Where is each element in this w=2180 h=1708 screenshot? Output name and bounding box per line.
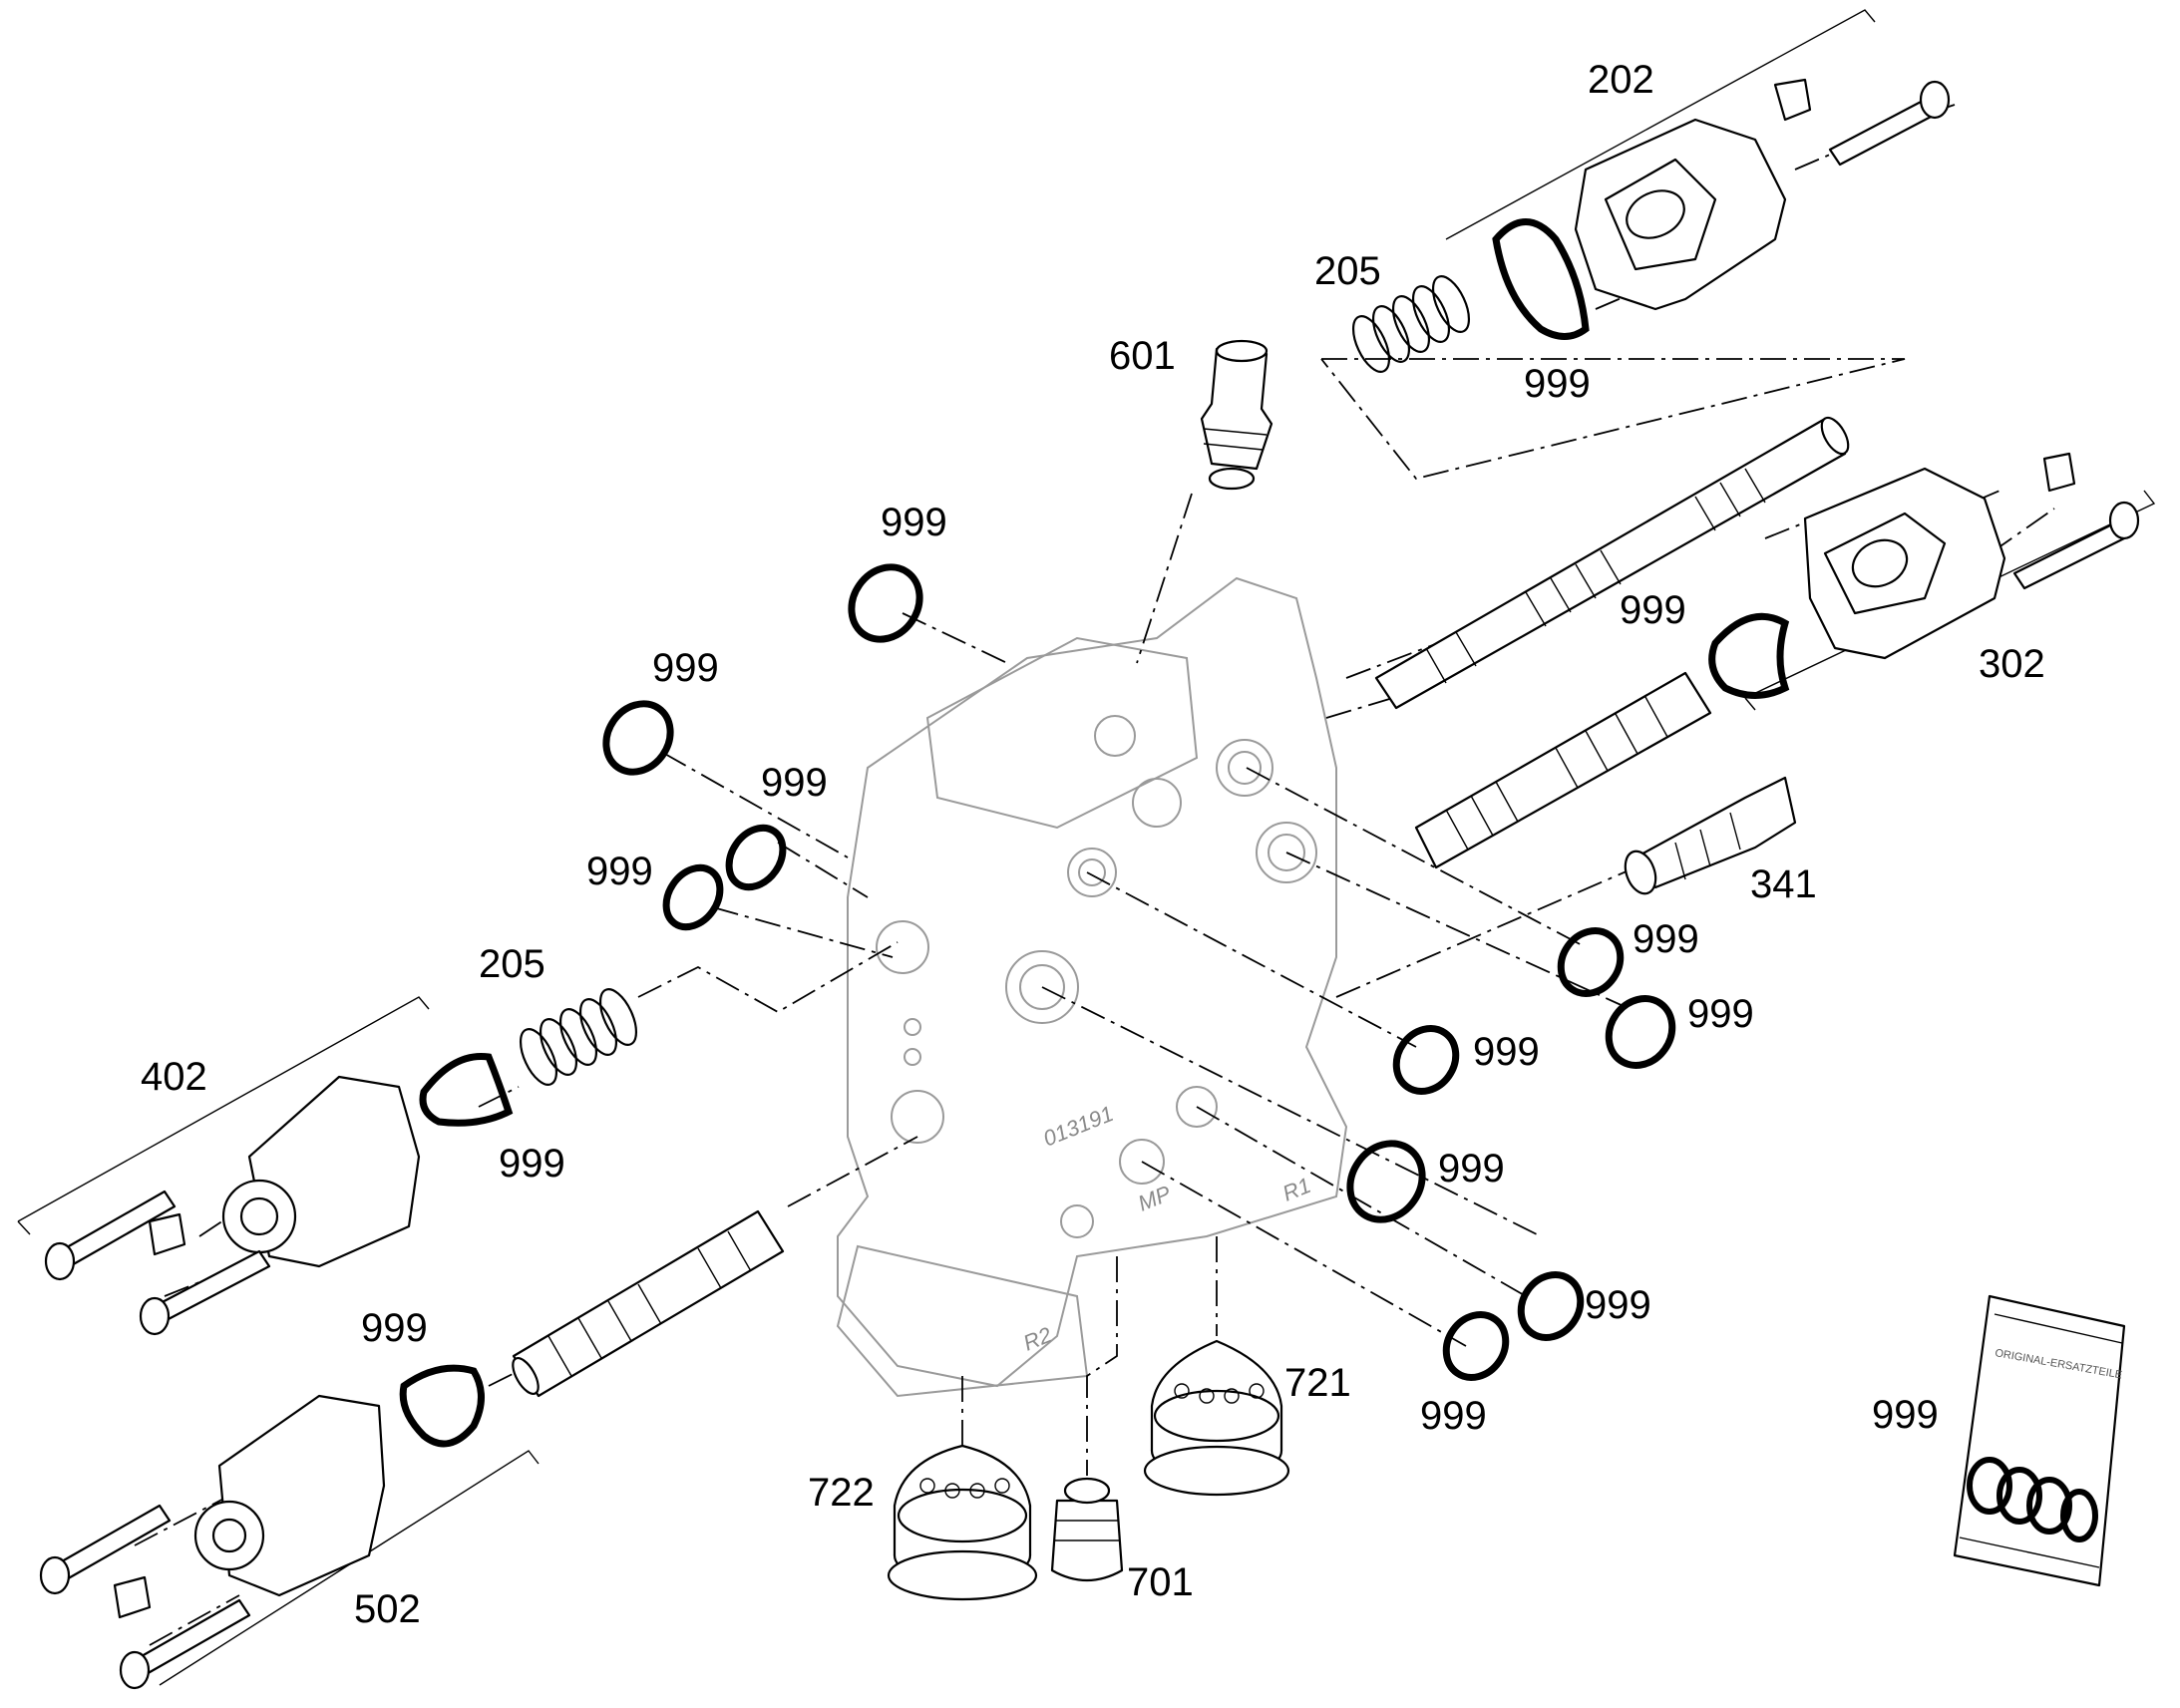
casting-mp: MP	[1135, 1181, 1175, 1216]
label-999-h: 999	[1687, 992, 1754, 1036]
label-999-f: 999	[1620, 588, 1686, 632]
seal-kit-bag: ORIGINAL-ERSATZTEILE	[1953, 1294, 2126, 1587]
label-999-j: 999	[1438, 1147, 1505, 1191]
gasket-202	[1492, 218, 1590, 340]
bracket-402	[17, 996, 430, 1235]
housing-402	[44, 1075, 421, 1336]
label-999-b: 999	[881, 501, 947, 544]
label-999-a: 999	[1524, 362, 1591, 406]
label-999-m: 999	[361, 1306, 428, 1350]
label-999-kit: 999	[1872, 1393, 1939, 1437]
label-999-g: 999	[1633, 917, 1699, 961]
label-999-n: 999	[1420, 1394, 1487, 1438]
valve-722	[887, 1444, 1038, 1601]
casting-r1: R1	[1279, 1173, 1314, 1206]
label-722: 722	[808, 1471, 875, 1515]
bracket-202	[1320, 9, 1906, 481]
o-rings	[602, 563, 1676, 1381]
spool-upper	[1374, 416, 1850, 710]
label-205-left: 205	[479, 942, 545, 986]
casting-code: 013191	[1040, 1101, 1117, 1152]
label-721: 721	[1284, 1361, 1351, 1405]
label-999-l: 999	[1585, 1283, 1651, 1327]
valve-701	[1050, 1477, 1124, 1581]
label-341: 341	[1750, 862, 1817, 906]
valve-721	[1143, 1339, 1290, 1497]
housing-502	[39, 1394, 386, 1690]
label-999-i: 999	[1473, 1030, 1540, 1074]
label-502: 502	[354, 1587, 421, 1631]
spool-middle	[1414, 671, 1712, 869]
bracket-502	[159, 1450, 540, 1686]
label-302: 302	[1979, 642, 2045, 686]
casting-r2: R2	[1020, 1322, 1055, 1356]
label-999-d: 999	[761, 761, 828, 805]
callouts: 202 205 601 999 999 999 302 999 999 999 …	[141, 58, 2045, 1631]
valve-341	[1624, 776, 1797, 895]
label-205-top: 205	[1314, 249, 1381, 293]
valve-601	[1200, 339, 1273, 491]
label-999-c: 999	[652, 646, 719, 690]
label-202: 202	[1588, 58, 1654, 102]
gasket-302	[1708, 612, 1790, 699]
center-lines	[134, 104, 2055, 1646]
valve-body: 013191 R1 R2 MP	[836, 576, 1348, 1398]
housing-202	[1574, 78, 1951, 311]
gasket-402	[419, 1052, 514, 1127]
spool-lower	[512, 1209, 785, 1398]
label-999-k: 999	[499, 1142, 565, 1186]
spring-205-top	[1351, 275, 1471, 373]
spring-205-left	[519, 988, 638, 1086]
label-999-e: 999	[586, 850, 653, 893]
gasket-502	[399, 1364, 485, 1448]
housing-302	[1803, 452, 2140, 660]
label-601: 601	[1109, 334, 1176, 378]
label-701: 701	[1127, 1560, 1194, 1604]
label-402: 402	[141, 1055, 207, 1099]
